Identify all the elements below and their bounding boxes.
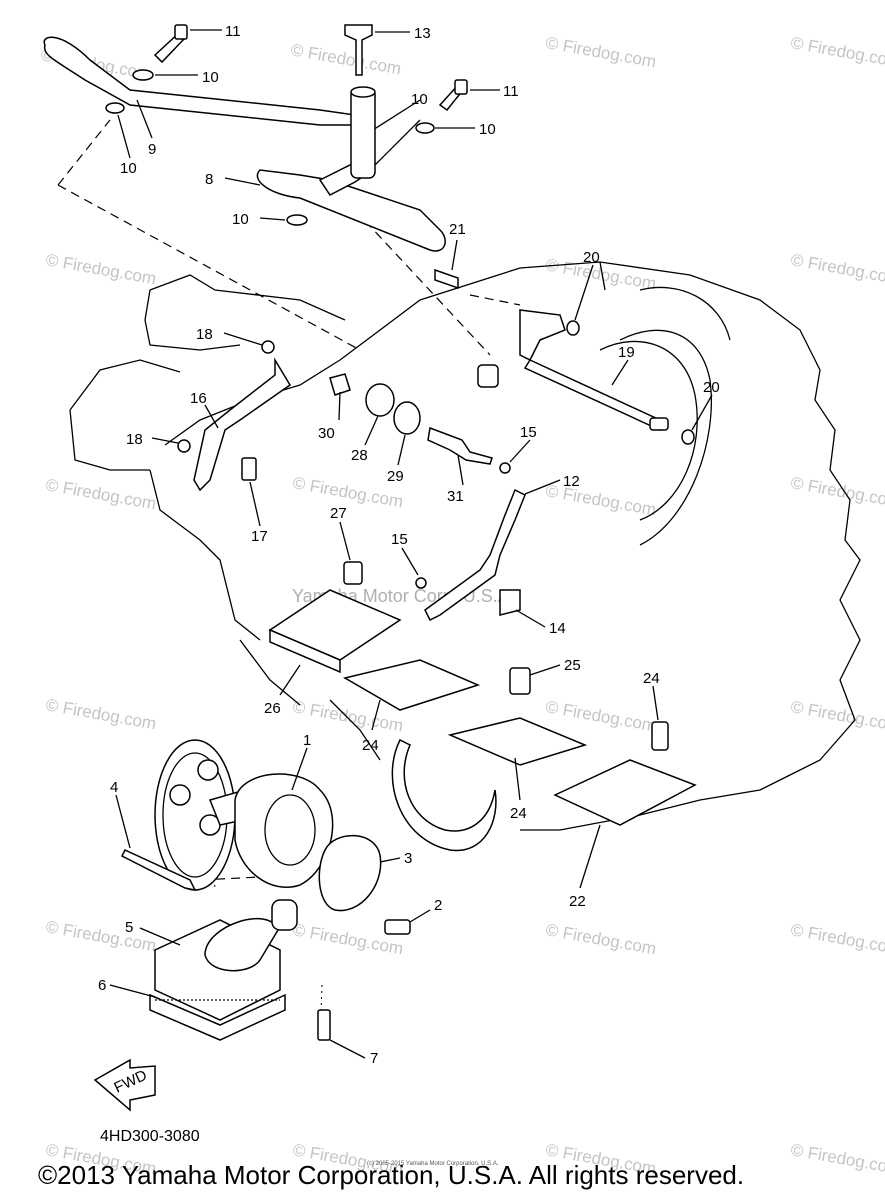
engine-case-outline [69, 261, 861, 852]
callout-17: 17 [251, 528, 268, 545]
watermark: © Firedog.com [44, 917, 157, 955]
callout-10: 10 [411, 91, 428, 108]
watermark: © Firedog.com [544, 33, 657, 71]
callout-18: 18 [196, 326, 213, 343]
callout-27: 27 [330, 505, 347, 522]
callout-4: 4 [110, 779, 118, 796]
leader-lines [57, 99, 521, 1041]
watermark: © Firedog.com [789, 250, 885, 288]
callout-lines [109, 29, 713, 1059]
middle-parts [177, 268, 695, 622]
callout-11: 11 [503, 83, 519, 100]
callout-20: 20 [703, 379, 720, 396]
watermark: © Firedog.com [789, 920, 885, 958]
callout-labels: 11 13 11 10 10 10 10 9 8 10 21 20 19 20 … [98, 23, 720, 1067]
callout-14: 14 [549, 620, 566, 637]
watermark: © Firedog.com [44, 250, 157, 288]
callout-1: 1 [303, 732, 311, 749]
watermark: © Firedog.com [789, 33, 885, 71]
callout-7: 7 [370, 1050, 378, 1067]
callout-28: 28 [351, 447, 368, 464]
callout-29: 29 [387, 468, 404, 485]
callout-21: 21 [449, 221, 466, 238]
callout-13: 12 [563, 473, 580, 490]
callout-10: 10 [479, 121, 496, 138]
watermark: © Firedog.com [544, 481, 657, 519]
callout-31: 31 [447, 488, 464, 505]
callout-15: 15 [391, 531, 408, 548]
watermark: © Firedog.com [789, 1140, 885, 1178]
copyright-notice: ©2013 Yamaha Motor Corporation, U.S.A. A… [38, 1160, 745, 1190]
callout-5: 5 [125, 919, 133, 936]
watermark: © Firedog.com [544, 697, 657, 735]
washer [105, 102, 125, 114]
watermark: © Firedog.com [789, 473, 885, 511]
callout-16: 16 [190, 390, 207, 407]
callout-19: 19 [618, 344, 635, 361]
callout-24: 24 [362, 737, 379, 754]
callout-18: 18 [126, 431, 143, 448]
callout-10: 10 [202, 69, 219, 86]
watermark: © Firedog.com [289, 40, 402, 78]
callout-30: 30 [318, 425, 335, 442]
callout-23: 24 [643, 670, 660, 687]
callout-9: 9 [148, 141, 156, 158]
oil-hose-assembly [43, 24, 468, 252]
washer [286, 214, 308, 226]
callout-20: 20 [583, 249, 600, 266]
callout-22: 22 [569, 893, 586, 910]
watermark: © Firedog.com [544, 920, 657, 958]
washer [132, 69, 154, 81]
callout-6: 6 [98, 977, 106, 994]
baffle-plates [268, 561, 697, 826]
callout-15: 15 [520, 424, 537, 441]
washer [415, 122, 435, 134]
watermark: © Firedog.com [44, 695, 157, 733]
callout-12: 13 [414, 25, 431, 42]
fwd-arrow: FWD [93, 1058, 156, 1112]
diagram-code: 4HD300-3080 [100, 1128, 200, 1145]
callout-10: 10 [232, 211, 249, 228]
callout-2: 2 [434, 897, 442, 914]
callout-24: 24 [510, 805, 527, 822]
watermark: © Firedog.com [789, 697, 885, 735]
callout-11: 11 [225, 23, 241, 40]
oil-pump-assembly [120, 739, 411, 1041]
callout-26: 26 [264, 700, 281, 717]
callout-8: 8 [205, 171, 213, 188]
callout-3: 3 [404, 850, 412, 867]
callout-25: 25 [564, 657, 581, 674]
callout-10: 10 [120, 160, 137, 177]
watermark: © Firedog.com [544, 255, 657, 293]
small-copyright: (c) 2005-2015 Yamaha Motor Corporation, … [367, 1161, 499, 1167]
watermark: © Firedog.com [44, 475, 157, 513]
